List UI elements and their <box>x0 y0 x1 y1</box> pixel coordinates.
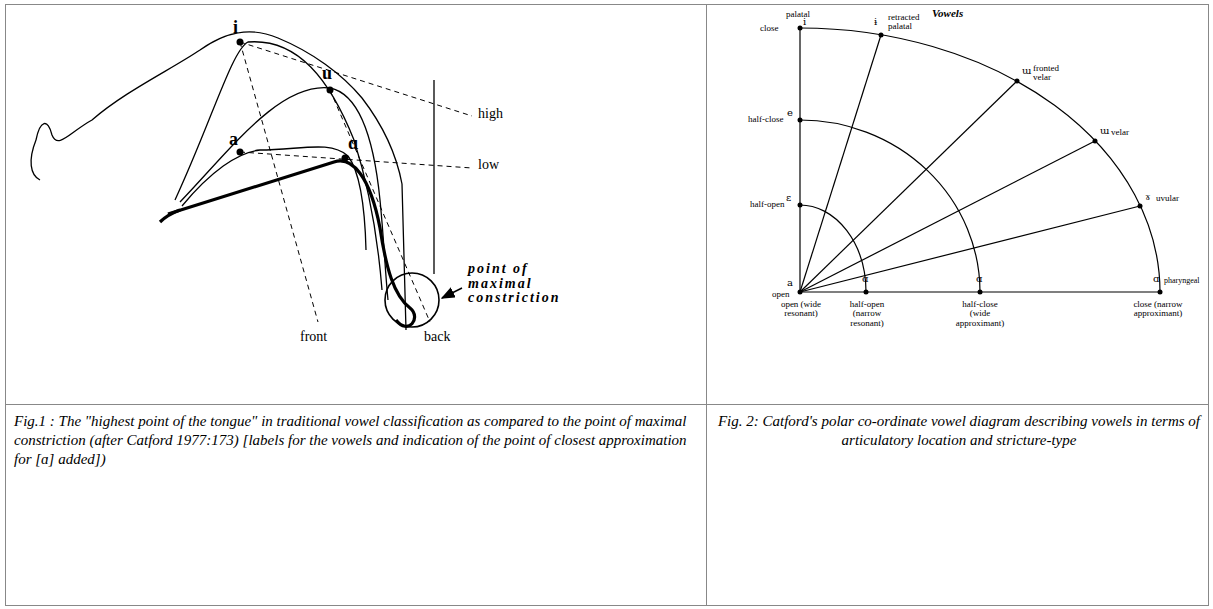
tongue-points <box>237 39 349 162</box>
vowel-points <box>798 26 1163 295</box>
stricture-label: half-close <box>748 115 783 124</box>
constriction-circle <box>385 273 439 327</box>
vowel-symbol: ɛ <box>786 193 791 204</box>
polar-diagram <box>800 28 1160 292</box>
height-label: high <box>478 107 503 122</box>
location-label: retracted palatal <box>888 13 928 32</box>
location-label: fronted velar <box>1033 64 1067 83</box>
leader-arrow <box>442 288 462 298</box>
figure-caption: Fig.1 : The "highest point of the tongue… <box>14 412 698 468</box>
caption-cell: Fig.1 : The "highest point of the tongue… <box>14 412 698 468</box>
stricture-caption: half-open (narrow resonant) <box>842 300 892 328</box>
position-label: back <box>424 330 450 345</box>
location-label: velar <box>1111 128 1129 137</box>
vowel-symbol: ɑ <box>1153 274 1159 285</box>
vowel-symbol: ɑ <box>976 274 982 285</box>
stricture-caption: close (narrow approximant) <box>1130 300 1186 319</box>
stricture-caption: open (wide resonant) <box>780 300 822 319</box>
vowel-symbol: ɯ <box>1022 66 1031 77</box>
stricture-label: close <box>760 24 779 33</box>
vowel-symbol: a <box>787 278 793 289</box>
figure-caption: Fig. 2: Catford's polar co-ordinate vowe… <box>716 412 1202 450</box>
diagram-title: Vowels <box>932 8 963 20</box>
stricture-caption: half-close (wide approximant) <box>952 300 1008 328</box>
callout-label: point of maximal constriction <box>468 262 588 306</box>
vowel-label: ɑ <box>348 134 358 153</box>
caption-cell: Fig. 2: Catford's polar co-ordinate vowe… <box>716 412 1202 450</box>
vocal-tract <box>31 32 434 330</box>
vowel-symbol: ɯ <box>1100 126 1109 137</box>
position-label: front <box>300 330 327 345</box>
location-label: pharyngeal <box>1164 277 1200 285</box>
location-label: uvular <box>1156 194 1179 203</box>
vowel-symbol: ɑ <box>862 274 868 285</box>
vowel-symbol: ɤ <box>1145 192 1151 203</box>
stricture-label: half-open <box>750 200 784 209</box>
vowel-label: u <box>322 64 332 83</box>
vowel-symbol: ɨ <box>874 17 877 28</box>
reference-lines <box>240 42 472 322</box>
vowel-symbol: e <box>787 108 793 119</box>
vowel-symbol: i <box>803 17 806 28</box>
height-label: low <box>478 158 499 173</box>
location-label: palatal <box>786 10 810 19</box>
vowel-label: i <box>233 18 238 37</box>
vowel-label: a <box>229 130 238 149</box>
table-grid <box>5 4 1209 606</box>
stricture-label: open <box>772 290 790 299</box>
